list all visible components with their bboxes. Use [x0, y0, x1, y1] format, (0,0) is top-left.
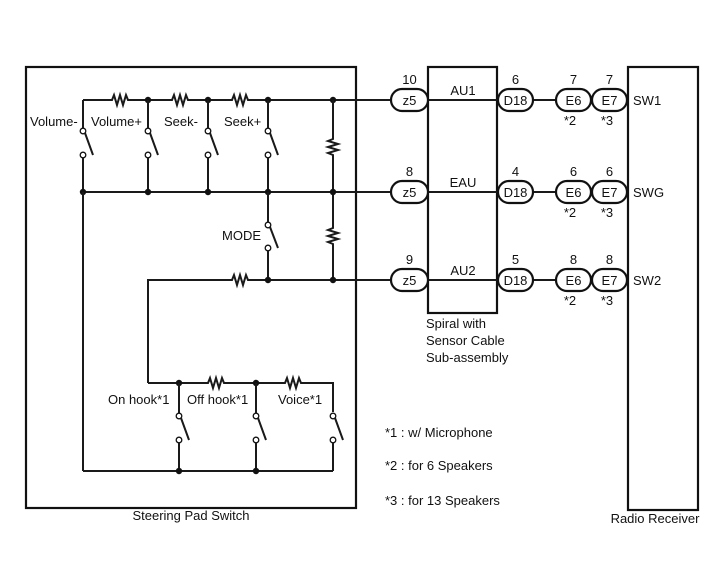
junction-dot	[144, 188, 152, 196]
connector-e7-name: E7	[602, 93, 618, 108]
note-2: *2 : for 6 Speakers	[385, 458, 493, 473]
connector-e7-note: *3	[601, 293, 613, 308]
resistor-voice	[280, 377, 306, 389]
connector-e7	[590, 267, 629, 293]
connector-e7-name: E7	[602, 185, 618, 200]
connector-d18-pin: 5	[512, 252, 519, 267]
switch-seek-minus	[204, 100, 219, 192]
connector-z5	[389, 87, 430, 113]
connector-e7-pin: 8	[606, 252, 613, 267]
note-3: *3 : for 13 Speakers	[385, 493, 500, 508]
junction-dot	[329, 276, 337, 284]
connector-z5-pin: 9	[406, 252, 413, 267]
resistor-seek-minus	[167, 94, 193, 106]
connector-e7	[590, 87, 629, 113]
resistor-seek-plus	[227, 94, 253, 106]
connector-d18-name: D18	[504, 273, 528, 288]
connector-z5	[389, 267, 430, 293]
switch-seek-plus	[264, 100, 279, 192]
junction-dot	[329, 188, 337, 196]
radio-terminal-swg: SWG	[633, 185, 664, 200]
label-seek-minus: Seek-	[164, 114, 198, 129]
connector-z5-name: z5	[403, 273, 417, 288]
label-on-hook: On hook*1	[108, 392, 169, 407]
spiral-wire-label: AU2	[450, 263, 475, 278]
label-off-hook: Off hook*1	[187, 392, 248, 407]
connector-e6-note: *2	[564, 113, 576, 128]
connector-e7-pin: 7	[606, 72, 613, 87]
connector-e7-pin: 6	[606, 164, 613, 179]
spiral-cable-label-line3: Sub-assembly	[426, 350, 509, 365]
resistor-sw1-swg	[327, 134, 339, 160]
switch-volume-minus	[79, 100, 94, 192]
connector-z5	[389, 179, 430, 205]
connector-e6-pin: 8	[570, 252, 577, 267]
spiral-cable-label-line1: Spiral with	[426, 316, 486, 331]
connector-e6-name: E6	[566, 185, 582, 200]
connector-d18	[496, 179, 535, 205]
switch-off-hook	[252, 383, 267, 471]
radio-terminal-sw1: SW1	[633, 93, 661, 108]
steering-pad-switch-label: Steering Pad Switch	[132, 508, 249, 523]
resistor-swg-sw2	[327, 223, 339, 249]
connector-d18-pin: 6	[512, 72, 519, 87]
connector-d18-name: D18	[504, 185, 528, 200]
label-voice: Voice*1	[278, 392, 322, 407]
label-seek-plus: Seek+	[224, 114, 261, 129]
connector-e6-name: E6	[566, 273, 582, 288]
switch-on-hook	[175, 383, 190, 471]
connector-z5-pin: 8	[406, 164, 413, 179]
connector-e7	[590, 179, 629, 205]
connector-e7-note: *3	[601, 113, 613, 128]
junction-dot	[252, 467, 260, 475]
connector-d18	[496, 267, 535, 293]
resistor-off-hook	[203, 377, 229, 389]
label-volume-minus: Volume-	[30, 114, 78, 129]
connector-d18-name: D18	[504, 93, 528, 108]
connector-e7-note: *3	[601, 205, 613, 220]
switch-volume-plus	[144, 100, 159, 192]
radio-receiver-label: Radio Receiver	[611, 511, 701, 526]
connector-e6-name: E6	[566, 93, 582, 108]
junction-dot	[175, 467, 183, 475]
spiral-wire-label: EAU	[450, 175, 477, 190]
connector-z5-name: z5	[403, 93, 417, 108]
resistor-volume	[107, 94, 133, 106]
connector-d18-pin: 4	[512, 164, 519, 179]
switch-mode	[264, 192, 279, 280]
connector-e6-pin: 7	[570, 72, 577, 87]
label-volume-plus: Volume+	[91, 114, 142, 129]
label-mode: MODE	[222, 228, 261, 243]
switch-voice	[329, 412, 344, 471]
connector-e6-note: *2	[564, 293, 576, 308]
junction-dot	[204, 188, 212, 196]
radio-receiver-box	[626, 65, 700, 512]
spiral-wire-label: AU1	[450, 83, 475, 98]
connector-e6-note: *2	[564, 205, 576, 220]
connector-z5-name: z5	[403, 185, 417, 200]
radio-terminal-sw2: SW2	[633, 273, 661, 288]
sw2-bus	[147, 279, 390, 383]
junction-dot	[264, 276, 272, 284]
connector-z5-pin: 10	[402, 72, 416, 87]
connector-d18	[496, 87, 535, 113]
connector-e7-name: E7	[602, 273, 618, 288]
connector-e6-pin: 6	[570, 164, 577, 179]
spiral-cable-label-line2: Sensor Cable	[426, 333, 505, 348]
note-1: *1 : w/ Microphone	[385, 425, 493, 440]
resistor-mode	[227, 274, 253, 286]
steering-pad-switch-box	[24, 65, 358, 510]
